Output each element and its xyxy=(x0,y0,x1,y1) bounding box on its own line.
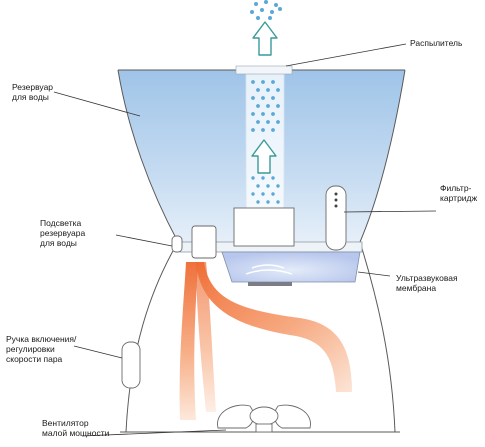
mist-dot xyxy=(261,128,265,132)
sprayer-cap xyxy=(235,65,293,75)
mist-dot xyxy=(256,104,260,108)
air-duct xyxy=(191,225,217,259)
label-fan: Вентилятор малой мощности xyxy=(42,418,110,438)
mist-dot xyxy=(266,88,270,92)
label-backlight: Подсветка резервуара для воды xyxy=(40,218,86,248)
mist-dot xyxy=(250,10,254,14)
mist-dot xyxy=(268,16,272,20)
mist-dot xyxy=(256,184,260,188)
mist-dot xyxy=(276,200,280,204)
mist-dot xyxy=(270,10,274,14)
mist-dot xyxy=(251,192,255,196)
mist-dot xyxy=(256,16,260,20)
membrane-waves xyxy=(245,264,293,275)
mist-dot xyxy=(276,88,280,92)
mist-dot xyxy=(264,0,268,4)
airflow-stream xyxy=(196,262,216,412)
mist-dot xyxy=(261,176,265,180)
mist-dot xyxy=(254,2,258,6)
mist-dots xyxy=(250,0,282,204)
up-arrow-icon xyxy=(251,139,277,174)
mist-dot xyxy=(251,112,255,116)
label-membrane: Ультразвуковая мембрана xyxy=(396,273,458,293)
label-reservoir: Резервуар для воды xyxy=(12,82,54,102)
leader-lines xyxy=(53,43,437,437)
mist-dot xyxy=(251,128,255,132)
nozzle-block xyxy=(233,207,295,247)
label-filter: Фильтр- картридж xyxy=(440,183,478,203)
airflow-stream xyxy=(196,262,352,392)
mist-dot xyxy=(271,128,275,132)
airflow-stream xyxy=(179,262,198,420)
mist-dot xyxy=(266,120,270,124)
mist-dot xyxy=(251,96,255,100)
mist-dot xyxy=(251,176,255,180)
mist-dot xyxy=(276,120,280,124)
mist-dot xyxy=(274,3,278,7)
power-knob xyxy=(121,341,141,389)
membrane-tray xyxy=(221,251,361,283)
ultrasonic-membrane xyxy=(248,282,292,286)
mist-dot xyxy=(251,80,255,84)
label-sprayer: Распылитель xyxy=(410,38,463,48)
mist-dot xyxy=(261,112,265,116)
label-knob: Ручка включения/ регулировки скорости па… xyxy=(6,334,77,364)
mist-dot xyxy=(261,80,265,84)
mist-dot xyxy=(256,88,260,92)
mist-dot xyxy=(266,184,270,188)
mist-dot xyxy=(261,96,265,100)
fan-icon xyxy=(217,404,311,433)
mist-dot xyxy=(266,104,270,108)
mist-dot xyxy=(271,192,275,196)
mist-dot xyxy=(260,8,264,12)
mist-dot xyxy=(256,120,260,124)
mist-dot xyxy=(261,192,265,196)
base-housing xyxy=(125,241,396,433)
mist-dot xyxy=(278,7,282,11)
mist-dot xyxy=(271,80,275,84)
mist-dot xyxy=(271,176,275,180)
mist-dot xyxy=(271,112,275,116)
mist-dot xyxy=(271,96,275,100)
mist-dot xyxy=(276,184,280,188)
up-arrow-icon xyxy=(252,21,278,56)
backlight-pod xyxy=(171,235,183,253)
filter-cartridge xyxy=(325,185,347,251)
mist-dot xyxy=(256,200,260,204)
mist-dot xyxy=(266,200,270,204)
mist-dot xyxy=(276,104,280,108)
